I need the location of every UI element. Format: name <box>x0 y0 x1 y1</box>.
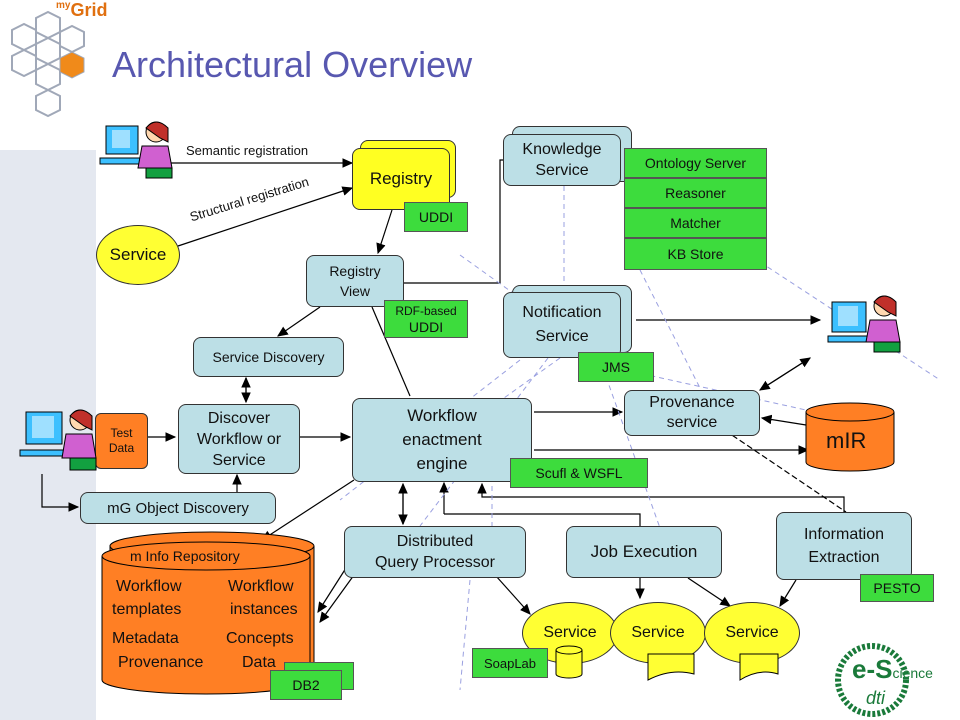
registry-box[interactable]: Registry <box>352 148 450 210</box>
repo-item-concepts: Concepts <box>226 630 294 647</box>
repo-item-data: Data <box>242 654 276 671</box>
repo-item-instances: instances <box>230 601 298 618</box>
repo-item-workflow-1: Workflow <box>116 578 182 595</box>
soaplab-tag: SoapLab <box>472 648 548 678</box>
scufl-wsfl-tag: Scufl & WSFL <box>510 458 648 488</box>
knowledge-service-label: Knowledge Service <box>522 141 602 179</box>
repo-item-templates: templates <box>112 601 182 618</box>
workflow-engine-box[interactable]: Workflow enactment engine <box>352 398 532 482</box>
registry-uddi-tag: UDDI <box>404 202 468 232</box>
mir-label: mIR <box>826 428 867 453</box>
discover-workflow-box[interactable]: Discover Workflow or Service <box>178 404 300 474</box>
dti-logo-text: dti <box>866 688 886 708</box>
distributed-query-processor-box[interactable]: Distributed Query Processor <box>344 526 526 578</box>
repo-item-metadata: Metadata <box>112 630 179 647</box>
page-title: Architectural Overview <box>112 44 473 85</box>
reasoner-tag: Reasoner <box>624 178 767 208</box>
registry-view-box[interactable]: Registry View <box>306 255 404 307</box>
knowledge-service-box[interactable]: Knowledge Service <box>503 134 621 186</box>
test-data-box[interactable]: Test Data <box>95 413 148 469</box>
notification-service-label: Notification Service <box>522 304 602 345</box>
repo-item-provenance: Provenance <box>118 654 204 671</box>
matcher-tag: Matcher <box>624 208 767 238</box>
kb-store-tag: KB Store <box>624 238 767 270</box>
registry-view-label: Registry View <box>329 263 381 299</box>
mygrid-logo: myGrid <box>56 0 108 20</box>
ontology-server-tag: Ontology Server <box>624 148 767 178</box>
semantic-registration-label: Semantic registration <box>186 143 309 158</box>
e-science-logo-text: e-Science <box>852 654 933 684</box>
repo-title: m Info Repository <box>130 548 240 564</box>
object-discovery-box[interactable]: mG Object Discovery <box>80 492 276 524</box>
pesto-tag: PESTO <box>860 574 934 602</box>
registry-label: Registry <box>369 169 433 188</box>
information-extraction-box[interactable]: Information Extraction <box>776 512 912 580</box>
service-ellipse[interactable]: Service <box>96 225 180 285</box>
service-discovery-box[interactable]: Service Discovery <box>193 337 344 377</box>
job-execution-box[interactable]: Job Execution <box>566 526 722 578</box>
jms-tag: JMS <box>578 352 654 382</box>
notification-service-box[interactable]: Notification Service <box>503 292 621 358</box>
db2-tag: DB2 <box>270 670 342 700</box>
hexagon-cube-logo-icon <box>11 10 85 118</box>
rdf-uddi-tag: RDF-based UDDI <box>384 300 468 338</box>
provenance-service-box[interactable]: Provenance service <box>624 390 760 436</box>
repo-item-workflow-2: Workflow <box>228 578 294 595</box>
